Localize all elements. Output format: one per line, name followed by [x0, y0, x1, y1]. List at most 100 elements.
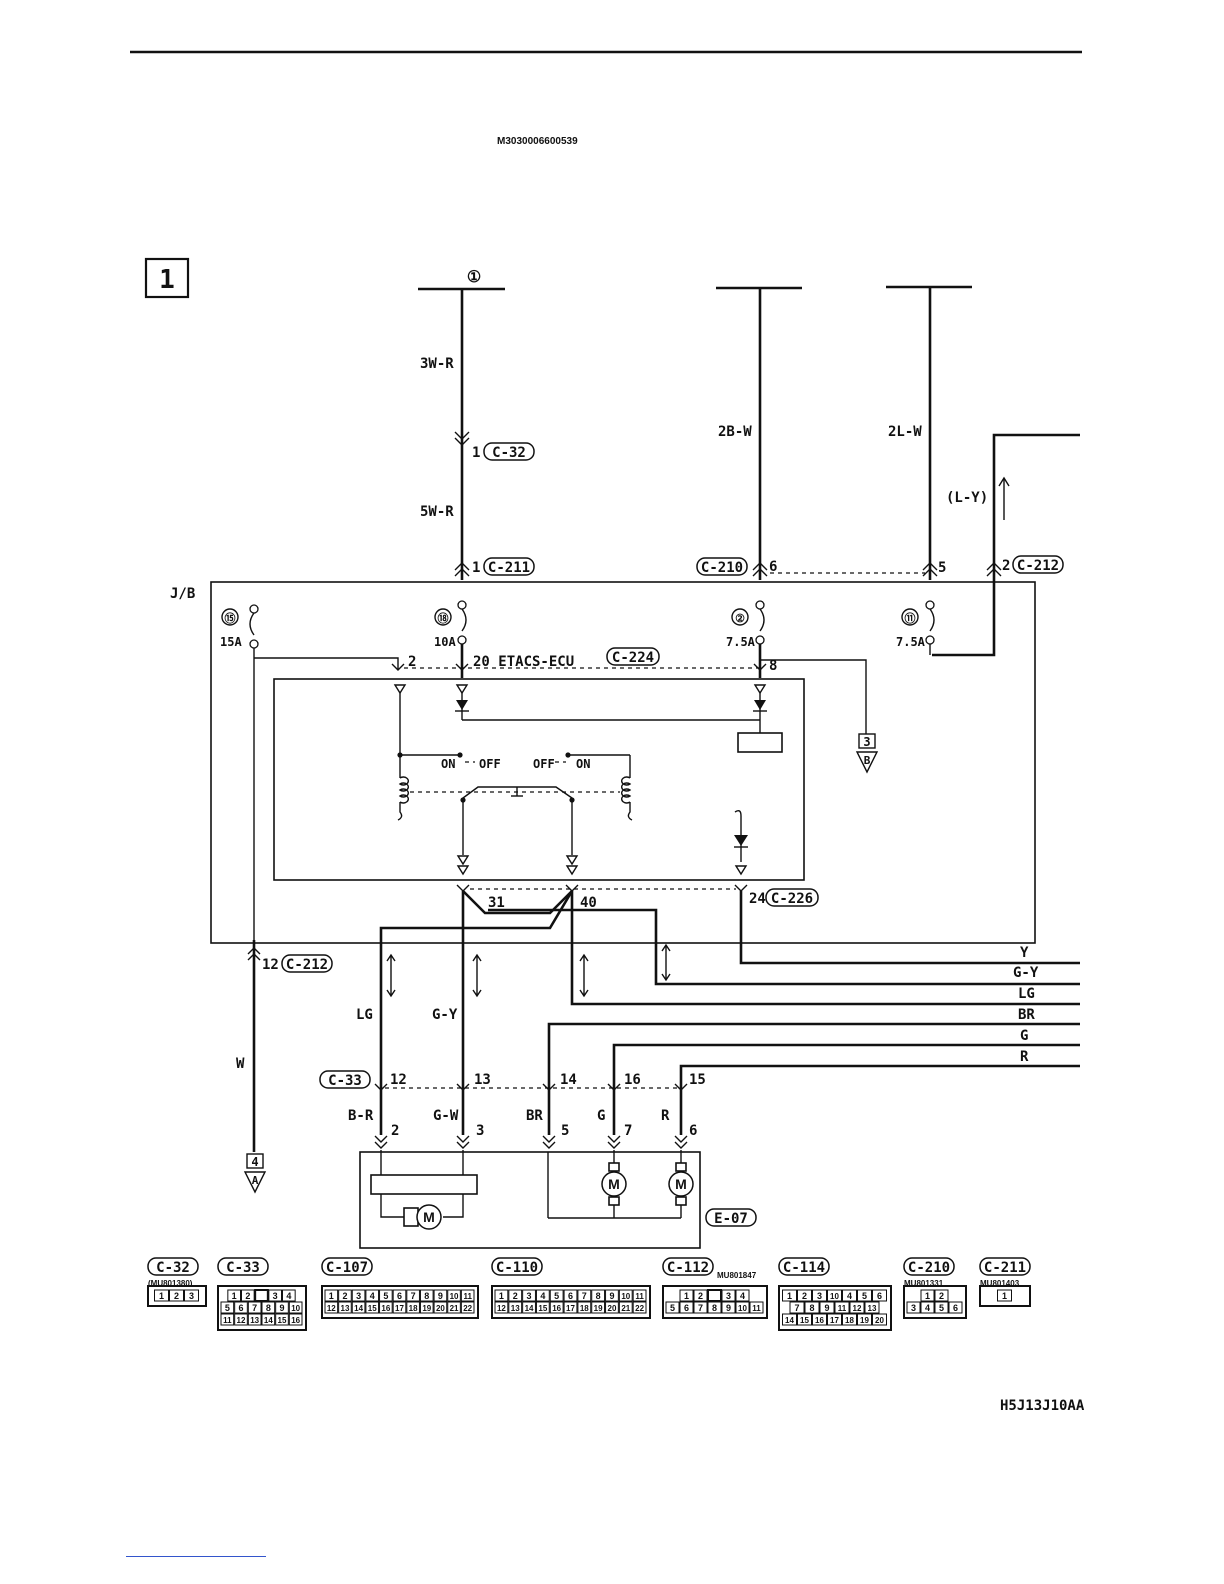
connector-pin-label: 5 [862, 1291, 867, 1301]
connector-pin-label: 1 [684, 1291, 689, 1301]
connector-pin-label: 10 [450, 1292, 459, 1301]
connector-view-label: C-107 [326, 1260, 368, 1276]
connector-pin-label: 1 [499, 1291, 504, 1301]
pin-31: 31 [488, 895, 505, 911]
connector-part-number: MU801403 [980, 1279, 1020, 1288]
bus-label-r: R [1020, 1049, 1029, 1065]
connector-pin-label: 17 [566, 1304, 575, 1313]
connector-pin-label: 7 [698, 1303, 703, 1313]
connector-pin-label: 1 [1002, 1291, 1007, 1301]
pin-c33-14: 14 [560, 1072, 577, 1088]
conn-tag-c33: C-33 [328, 1073, 362, 1089]
svg-text:7.5A: 7.5A [726, 635, 756, 649]
conn-tag-e07: E-07 [714, 1211, 748, 1227]
connector-pin-label: 10 [291, 1304, 300, 1313]
page-number-box [144, 257, 190, 299]
e07-outline [359, 1151, 701, 1249]
connector-pin-label: 8 [424, 1291, 429, 1301]
ref-4a: 4 A [243, 1153, 267, 1194]
pin-c210-5: 5 [938, 560, 946, 576]
connector-pin-label: 3 [273, 1291, 278, 1301]
connector-pin-label: 3 [817, 1291, 822, 1301]
bus-label-lg: LG [1018, 986, 1035, 1002]
pin-c210-6: 6 [769, 559, 777, 575]
connector-pin-label: 12 [853, 1304, 862, 1313]
connector-pin-label: 7 [582, 1291, 587, 1301]
wire-label-l-y: (L-Y) [946, 490, 988, 506]
wire-label-2b-w: 2B-W [718, 424, 752, 440]
conn-tag-c226: C-226 [771, 891, 813, 907]
conn-tag-c212-bottom: C-212 [286, 957, 328, 973]
connector-pin-label: 20 [436, 1304, 445, 1313]
pin-c212-2: 2 [1002, 558, 1010, 574]
svg-text:②: ② [735, 613, 745, 625]
connector-view-label: C-210 [908, 1260, 950, 1276]
connector-pin-label: 11 [463, 1292, 472, 1301]
motor-icon-1 [416, 1204, 442, 1230]
conn-tag-c210: C-210 [701, 560, 743, 576]
wire-label-2l-w: 2L-W [888, 424, 922, 440]
bus-label-g: G [1020, 1028, 1028, 1044]
svg-text:4: 4 [251, 1155, 258, 1169]
connector-pin-label: 19 [422, 1304, 431, 1313]
connector-pin-label: 1 [329, 1291, 334, 1301]
sw-label-off-left: OFF [479, 757, 501, 771]
svg-text:⑱: ⑱ [438, 611, 449, 625]
connector-part-number: MU801847 [717, 1271, 757, 1280]
connector-view-label: C-211 [984, 1260, 1026, 1276]
connector-pin-label: 17 [830, 1316, 839, 1325]
wire-label-b-r: B-R [348, 1108, 374, 1124]
connector-pin-label: 3 [527, 1291, 532, 1301]
wire-label-g-w: G-W [433, 1108, 459, 1124]
connector-pin-label: 2 [342, 1291, 347, 1301]
conn-tag-c211: C-211 [488, 560, 530, 576]
connector-pin-label: 1 [787, 1291, 792, 1301]
connector-pin-label: 18 [409, 1304, 418, 1313]
connector-view-label: C-32 [156, 1260, 190, 1276]
connector-pin-label: 4 [540, 1291, 545, 1301]
connector-pin-label: 5 [383, 1291, 388, 1301]
conn-tag-c32: C-32 [492, 445, 526, 461]
connector-pin-label: 2 [174, 1291, 179, 1301]
connector-pin-label: 9 [438, 1291, 443, 1301]
svg-text:⑪: ⑪ [905, 611, 916, 625]
fuse-15: ⑮ 15A [220, 604, 259, 649]
connector-pin-label: 2 [802, 1291, 807, 1301]
connector-pin-label: 12 [497, 1304, 506, 1313]
connector-pin-label: 7 [252, 1303, 257, 1313]
wire-label-br: BR [526, 1108, 543, 1124]
connector-pin-label: 3 [356, 1291, 361, 1301]
connector-pin-label: 4 [370, 1291, 375, 1301]
connector-pin-label: 15 [800, 1316, 809, 1325]
svg-text:15A: 15A [220, 635, 242, 649]
connector-pin-label: 3 [189, 1291, 194, 1301]
pin-c32-1: 1 [472, 445, 480, 461]
pin-e07-6: 6 [689, 1123, 697, 1139]
figure-code: H5J13J10AA [1000, 1398, 1085, 1414]
connector-pin-label: 16 [552, 1304, 561, 1313]
conn-tag-c212-top: C-212 [1017, 558, 1059, 574]
pin-40: 40 [580, 895, 597, 911]
connector-pin-label: 4 [847, 1291, 852, 1301]
connector-pin-label: 10 [738, 1304, 747, 1313]
svg-text:M: M [423, 1209, 435, 1225]
connector-pin-label: 1 [232, 1291, 237, 1301]
svg-text:7.5A: 7.5A [896, 635, 926, 649]
connector-pin-label: 15 [368, 1304, 377, 1313]
connector-pin-label: 9 [824, 1303, 829, 1313]
wire-label-5w-r: 5W-R [420, 504, 454, 520]
connector-pin-label: 6 [684, 1303, 689, 1313]
connector-pin-label: 13 [511, 1304, 520, 1313]
connector-pin-label: 11 [223, 1316, 232, 1325]
connector-pin-label: 1 [159, 1291, 164, 1301]
connector-pin-label: 11 [838, 1304, 847, 1313]
terminal-1-label: ① [467, 269, 481, 286]
doc-code: M3030006600539 [497, 136, 578, 147]
pin-c33-13: 13 [474, 1072, 491, 1088]
connector-pin-label: 7 [794, 1303, 799, 1313]
connector-pin-label: 8 [266, 1303, 271, 1313]
connector-pin-label: 15 [538, 1304, 547, 1313]
